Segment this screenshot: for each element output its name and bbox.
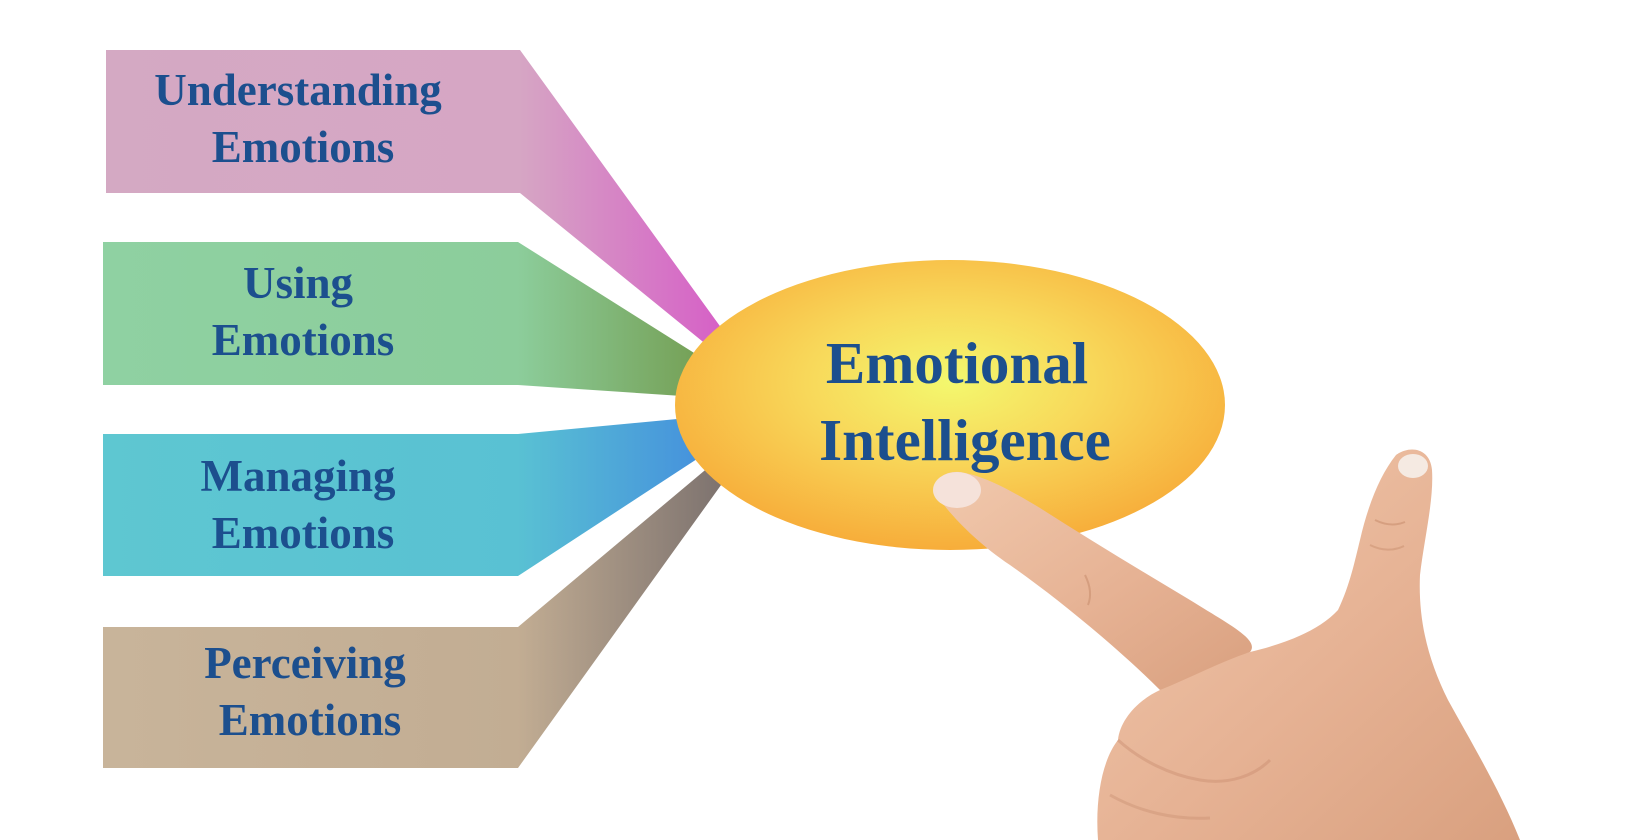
thumb-nail [1398, 454, 1428, 478]
pointing-hand-icon [933, 449, 1520, 840]
center-label-line2: Intelligence [819, 407, 1111, 473]
center-label-line1: Emotional [826, 330, 1088, 396]
branch-shape [103, 410, 772, 576]
branch-perceiving-emotions: Perceiving Emotions [103, 414, 772, 768]
branch-shape [103, 414, 772, 768]
branch-label-line1: Understanding [154, 65, 442, 115]
fingernail [933, 472, 981, 508]
branch-label-line2: Emotions [219, 695, 402, 745]
branch-understanding-emotions: Understanding Emotions [106, 50, 772, 398]
branch-shape [103, 242, 772, 402]
branch-label-line1: Using [243, 258, 354, 308]
branch-label-line1: Perceiving [204, 638, 406, 688]
branch-shape [106, 50, 772, 398]
branch-label-line1: Managing [200, 451, 396, 501]
center-ellipse [675, 260, 1225, 550]
center-node: Emotional Intelligence [675, 260, 1225, 550]
branch-label-line2: Emotions [212, 122, 395, 172]
branch-label-line2: Emotions [212, 508, 395, 558]
branch-using-emotions: Using Emotions [103, 242, 772, 402]
branch-label-line2: Emotions [212, 315, 395, 365]
branch-managing-emotions: Managing Emotions [103, 410, 772, 576]
